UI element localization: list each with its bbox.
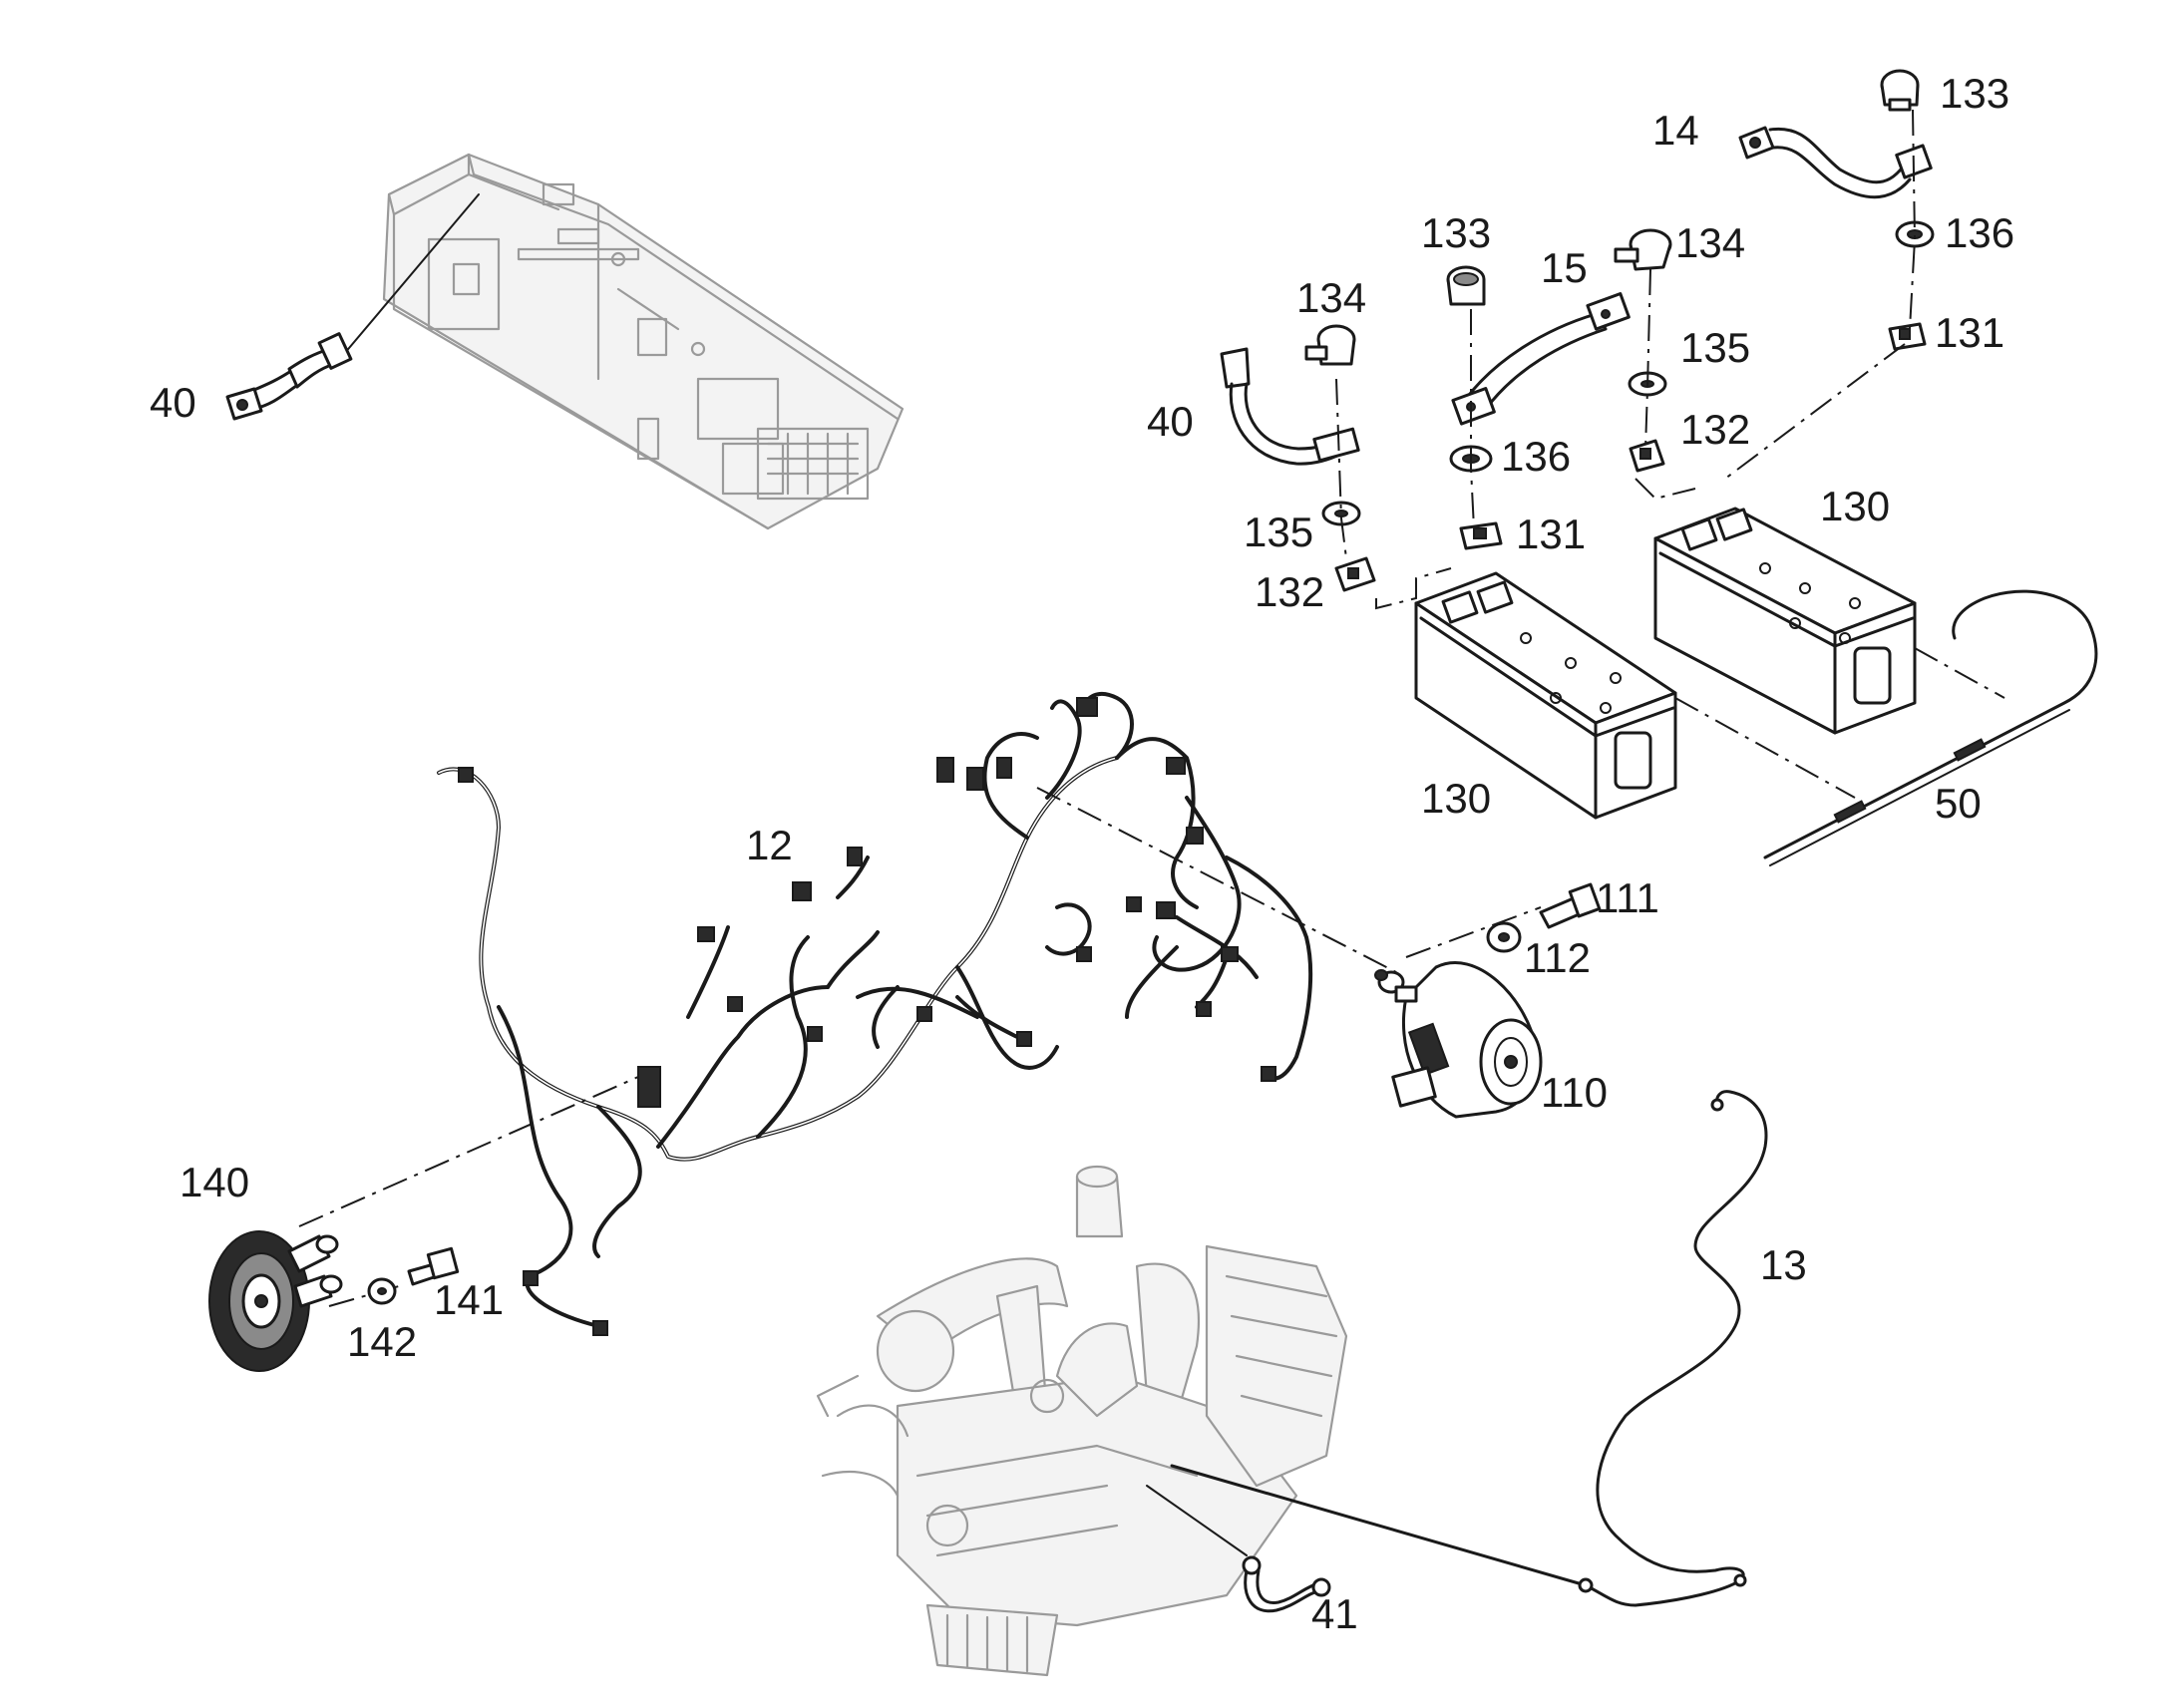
assembly-axis [1724, 343, 1906, 480]
callout-12: 12 [746, 822, 793, 868]
battery-cable-left [225, 332, 353, 421]
washer-112 [1486, 921, 1522, 953]
callout-131-right: 131 [1935, 309, 2004, 356]
callout-135-left: 135 [1244, 509, 1313, 555]
callout-135-right: 135 [1680, 324, 1750, 371]
callout-142: 142 [347, 1318, 417, 1365]
callout-111: 111 [1596, 874, 1659, 921]
battery-left [1414, 571, 1677, 820]
callout-134-left: 134 [1296, 274, 1366, 321]
callout-131-mid: 131 [1516, 511, 1586, 557]
callout-15: 15 [1541, 244, 1588, 291]
callout-140: 140 [180, 1159, 249, 1205]
starter-motor-110 [1374, 960, 1543, 1119]
callout-13: 13 [1760, 1241, 1807, 1288]
callout-130-left: 130 [1421, 775, 1491, 822]
callout-112: 112 [1524, 934, 1591, 981]
callout-133-top: 133 [1940, 70, 2009, 117]
callout-40-right: 40 [1147, 398, 1194, 445]
assembly-axis [1470, 309, 1475, 529]
callout-50: 50 [1935, 780, 1982, 827]
clamp-131-right [1888, 322, 1927, 351]
engine-illustration [816, 1165, 1348, 1677]
assembly-axis [1914, 647, 2005, 699]
ground-strap-41 [1242, 1555, 1331, 1613]
wiring-harness-12 [437, 691, 1313, 1336]
callout-41: 41 [1311, 1590, 1358, 1637]
assembly-axis [1375, 567, 1452, 610]
washer-142 [367, 1277, 397, 1305]
assembly-axis [1644, 268, 1651, 450]
terminal-cap-134-right [1614, 228, 1672, 271]
assembly-axis [1909, 109, 1917, 330]
battery-cable-14 [1738, 126, 1933, 199]
cable-13 [1170, 1090, 1768, 1607]
assembly-axis [1405, 906, 1542, 958]
callout-14: 14 [1652, 107, 1699, 154]
callout-132-right: 132 [1680, 406, 1750, 453]
clamp-131-mid [1459, 521, 1503, 550]
bolt-111 [1539, 882, 1602, 929]
bolt-141 [407, 1246, 460, 1286]
callout-130-right: 130 [1820, 483, 1890, 529]
clamp-132-left [1334, 556, 1376, 592]
callout-136-right: 136 [1945, 209, 2014, 256]
terminal-cap-133-mid [1446, 265, 1486, 306]
assembly-axis [1335, 378, 1347, 559]
leader-line [343, 193, 480, 355]
cable-50 [1763, 589, 2098, 866]
callout-141: 141 [434, 1276, 504, 1323]
terminal-cap-134-left [1304, 324, 1356, 366]
callout-136-mid: 136 [1501, 433, 1571, 480]
battery-box-illustration [382, 153, 905, 530]
assembly-axis [1635, 478, 1696, 501]
callout-40-left: 40 [150, 379, 196, 426]
assembly-axis [298, 1076, 639, 1227]
terminal-cap-133-top [1880, 69, 1920, 112]
battery-right [1653, 507, 1917, 735]
battery-link-15 [1451, 292, 1631, 426]
callout-134-right: 134 [1675, 219, 1745, 266]
battery-cable-40-right [1220, 347, 1360, 466]
callout-132-left: 132 [1255, 568, 1324, 615]
leader-line [1146, 1485, 1248, 1556]
horn-140 [208, 1230, 343, 1372]
callout-110: 110 [1541, 1069, 1608, 1116]
assembly-axis [1036, 787, 1397, 973]
callout-133-mid: 133 [1421, 209, 1491, 256]
clamp-132-right [1629, 439, 1665, 473]
assembly-axis [1674, 697, 1856, 799]
